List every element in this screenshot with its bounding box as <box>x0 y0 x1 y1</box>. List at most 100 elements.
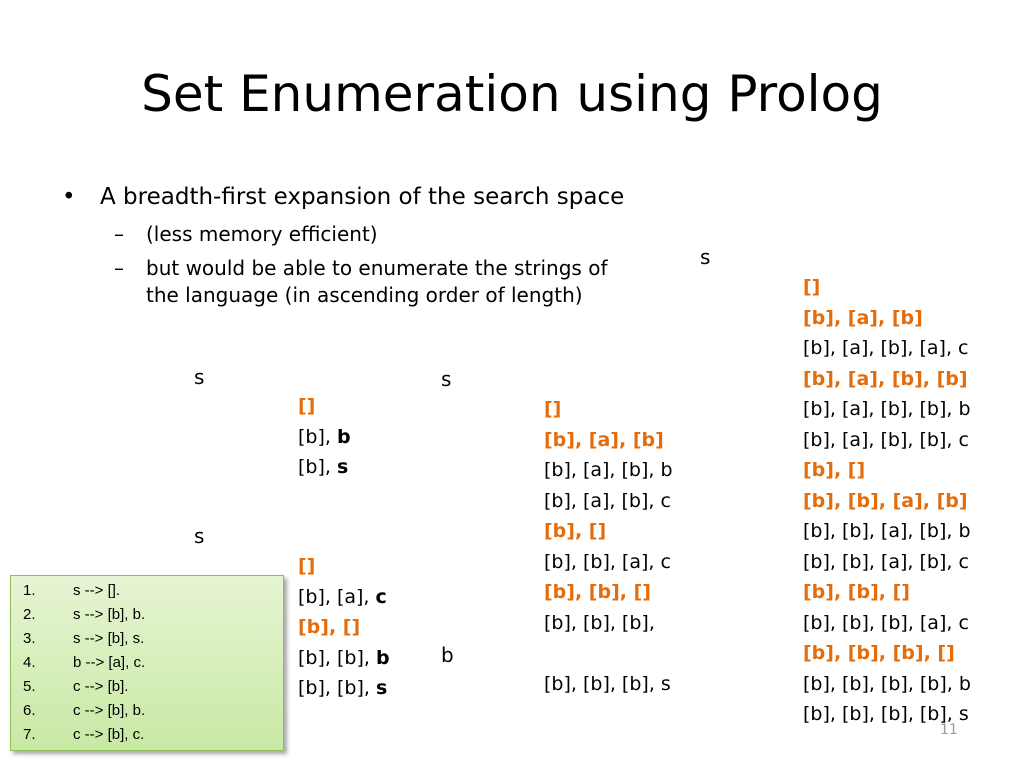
sub-bullet-2-text: but would be able to enumerate the strin… <box>146 256 608 280</box>
terminal-prefix: [b], [b], [a], [b], c <box>803 550 969 573</box>
expansion-line: [b], [b], [] <box>544 577 673 608</box>
expansion-line: [b], [a], [b], b <box>544 455 673 486</box>
rule-number: 3. <box>23 630 36 647</box>
expansion-line: [b], [a], [b], [b] <box>803 364 971 395</box>
bullet-marker: • <box>62 184 76 210</box>
expansion-line: [] <box>803 272 971 303</box>
complete-string: [b], [b], [b], [] <box>803 642 955 664</box>
rule-number: 1. <box>23 582 36 599</box>
tree-label-s-left-top: s <box>194 365 205 389</box>
terminal-prefix: [b], [a], [b], c <box>544 489 671 512</box>
terminal-prefix: [b], [a], [b], [b], b <box>803 398 971 420</box>
expansion-line: [b], [a], [b], [a], c <box>803 333 971 364</box>
expansion-line: [b], [a], [b] <box>544 425 673 456</box>
expansion-column-1a: [][b], b[b], s <box>298 391 351 483</box>
tree-label-s-middle: s <box>441 367 452 391</box>
slide-title: Set Enumeration using Prolog <box>141 65 883 123</box>
tree-label-s-left-bottom: s <box>194 524 205 548</box>
terminal-prefix: [b], [b], [a], c <box>544 550 671 573</box>
expansion-line: [b], [a], [b], c <box>544 486 673 517</box>
rule-number: 2. <box>23 606 36 623</box>
expansion-line: [b], [b], [b], [] <box>803 638 971 669</box>
terminal-prefix: [b], [b], <box>298 646 376 669</box>
expansion-line: [b], [b], [b], [b], b <box>803 669 971 700</box>
rule-text: b --> [a], c. <box>73 654 146 671</box>
complete-string: [b], [b], [] <box>803 581 910 603</box>
expansion-line: [b], [b], [b], [a], c <box>803 608 971 639</box>
tree-label-b-middle: b <box>441 643 454 667</box>
sub-bullet-1-text: (less memory efficient) <box>146 222 378 246</box>
complete-string: [b], [a], [b] <box>803 306 923 329</box>
expansion-line: [b], [b], [a], [b], b <box>803 516 971 547</box>
nonterminal: c <box>375 585 387 608</box>
expansion-line: [b], [b], [b], s <box>544 669 673 700</box>
complete-string: [] <box>298 555 316 577</box>
dash-marker: – <box>114 222 124 246</box>
expansion-line <box>544 638 673 669</box>
expansion-line: [b], [b], [] <box>803 577 971 608</box>
complete-string: [b], [b], [] <box>544 581 651 603</box>
expansion-line: [b], [a], c <box>298 582 390 613</box>
terminal-prefix: [b], [b], [b], [b], b <box>803 672 971 695</box>
terminal-prefix: [b], [b], [b], [b], s <box>803 703 969 725</box>
expansion-line: [b], [a], [b] <box>803 303 971 334</box>
rule-number: 5. <box>23 678 36 695</box>
rule-text: c --> [b], b. <box>73 702 146 719</box>
terminal-prefix: [b], [b], [b], [a], c <box>803 611 969 634</box>
complete-string: [b], [b], [a], [b] <box>803 489 968 512</box>
expansion-line: [b], [] <box>298 612 390 643</box>
rule-text: c --> [b]. <box>73 678 129 695</box>
terminal-prefix: [b], [b], [b], <box>544 611 655 634</box>
rule-text: s --> []. <box>73 582 121 599</box>
expansion-line: [b], [b], b <box>298 643 390 674</box>
page-number: 11 <box>940 722 958 738</box>
terminal-prefix: [b], [a], [b], b <box>544 459 673 481</box>
complete-string: [b], [a], [b] <box>544 428 664 451</box>
expansion-line: [b], [b], [b], [b], s <box>803 699 971 730</box>
nonterminal: s <box>336 456 349 478</box>
expansion-line: [b], b <box>298 422 351 453</box>
complete-string: [b], [] <box>803 459 866 481</box>
expansion-column-1b: [][b], [a], c[b], [][b], [b], b[b], [b],… <box>298 551 390 704</box>
complete-string: [b], [a], [b], [b] <box>803 367 968 390</box>
expansion-line: [b], [b], [a], [b], c <box>803 547 971 578</box>
expansion-line: [] <box>298 391 351 422</box>
expansion-line: [b], [b], [a], c <box>544 547 673 578</box>
nonterminal: b <box>336 425 351 448</box>
terminal-prefix: [b], <box>298 456 337 478</box>
tree-label-s-right: s <box>700 245 711 269</box>
complete-string: [] <box>803 276 821 298</box>
terminal-prefix: [b], [a], <box>298 585 376 608</box>
terminal-prefix: [b], [a], [b], [b], c <box>803 428 969 451</box>
dash-marker: – <box>114 256 124 280</box>
terminal-prefix: [b], [b], <box>298 677 376 699</box>
rule-number: 4. <box>23 654 36 671</box>
expansion-line: [b], [] <box>544 516 673 547</box>
expansion-line: [b], [a], [b], [b], b <box>803 394 971 425</box>
terminal-prefix: [b], <box>298 425 337 448</box>
nonterminal: b <box>375 646 390 669</box>
main-bullet-text: A breadth-first expansion of the search … <box>100 184 625 210</box>
terminal-prefix: [b], [b], [b], s <box>544 672 671 695</box>
expansion-line: [] <box>298 551 390 582</box>
expansion-column-2: [] [b], [a], [b] [b], [a], [b], b [b], [a],… <box>544 394 673 699</box>
expansion-line: [b], [b], s <box>298 673 390 704</box>
complete-string: [b], [] <box>298 616 361 638</box>
expansion-column-3: [] [b], [a], [b] [b], [a], [b], [a], c [b],… <box>803 272 971 730</box>
nonterminal: s <box>375 677 388 699</box>
rule-text: s --> [b], b. <box>73 606 146 623</box>
complete-string: [b], [] <box>544 520 607 542</box>
rule-text: s --> [b], s. <box>73 630 145 647</box>
grammar-rules-box: 1. s --> []. 2. s --> [b], b. 3. s --> [b], s… <box>10 575 284 751</box>
expansion-line: [b], s <box>298 452 351 483</box>
expansion-line: [b], [b], [b], <box>544 608 673 639</box>
rule-number: 6. <box>23 702 36 719</box>
terminal-prefix: [b], [b], [a], [b], b <box>803 520 971 542</box>
sub-bullet-2-text-line2: the language (in ascending order of leng… <box>146 283 583 307</box>
complete-string: [] <box>544 398 562 420</box>
complete-string: [] <box>298 395 316 417</box>
expansion-line: [] <box>544 394 673 425</box>
expansion-line: [b], [] <box>803 455 971 486</box>
rule-text: c --> [b], c. <box>73 726 145 743</box>
expansion-line: [b], [a], [b], [b], c <box>803 425 971 456</box>
